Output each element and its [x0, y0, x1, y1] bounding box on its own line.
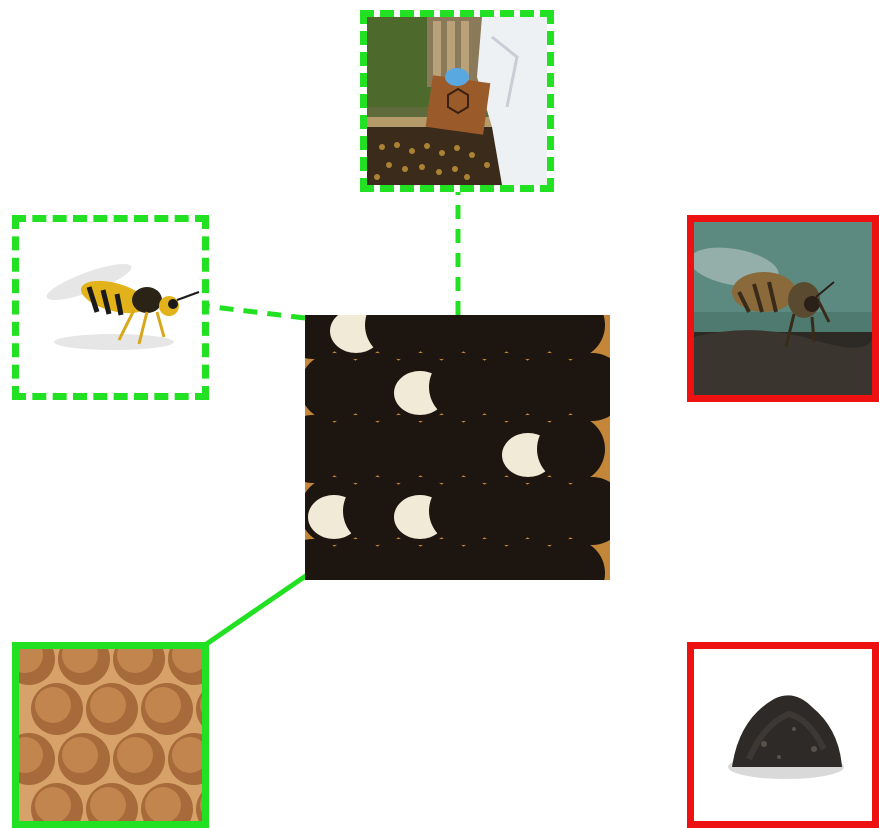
beekeeper-image	[360, 10, 554, 192]
comb-cell	[537, 415, 605, 483]
capped-brood-image	[12, 642, 209, 828]
brood-cap-highlight	[35, 687, 71, 723]
brood-cap-highlight	[62, 737, 98, 773]
link-center-wasp	[205, 306, 305, 318]
brood-cap-highlight	[90, 687, 126, 723]
center-honeycomb-image	[305, 315, 610, 580]
wasp-image	[12, 215, 209, 400]
link-center-capped-brood	[205, 573, 310, 645]
brood-cap-highlight	[117, 737, 153, 773]
brood-cap-highlight	[145, 687, 181, 723]
bee-drinking-image	[687, 215, 879, 402]
soil-image	[687, 642, 879, 828]
